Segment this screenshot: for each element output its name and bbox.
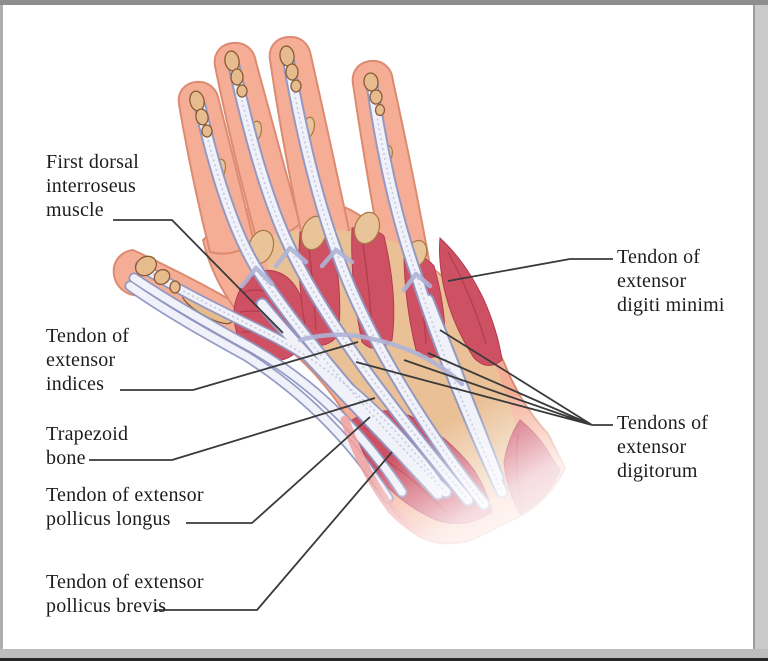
leader-lines [89,219,613,611]
leader-digiti-minimi [447,258,613,282]
frame-left-border [0,5,3,651]
frame-bottom-strip [0,649,768,658]
leader-trapezoid-bone [89,397,376,461]
leader-pollicus-brevis [156,451,393,611]
hypothenar-muscle [439,236,503,366]
label-tendons-of-extensor-digitorum: Tendons of extensor digitorum [617,412,709,482]
label-tendon-of-extensor-digiti-minimi: Tendon of extensor digiti minimi [617,246,725,316]
knuckle-ring [353,211,381,245]
label-tendon-of-extensor-pollicus-brevis: Tendon of extensor pollicus brevis [46,571,204,617]
label-tendon-of-extensor-pollicus-longus: Tendon of extensor pollicus longus [46,484,204,530]
tendon-layer [130,58,502,504]
leader-digitorum-fan [355,329,613,426]
fingertip-bones [134,45,386,294]
frame-bottom-dark-bar [0,658,768,661]
leader-pollicus-longus [186,416,371,524]
frame-right-border [753,5,755,650]
leader-first-dorsal-interosseous [113,219,284,334]
frame-right-strip [755,5,768,650]
frame-top-bar [0,0,768,5]
label-trapezoid-bone: Trapezoid bone [46,423,129,469]
label-first-dorsal-interosseous-muscle: First dorsal interroseus muscle [46,151,139,221]
tendon-splits [239,245,433,293]
juncturae-tendinum [297,332,465,387]
label-tendon-of-extensor-indices: Tendon of extensor indices [46,325,130,395]
leader-extensor-indices [120,341,359,391]
